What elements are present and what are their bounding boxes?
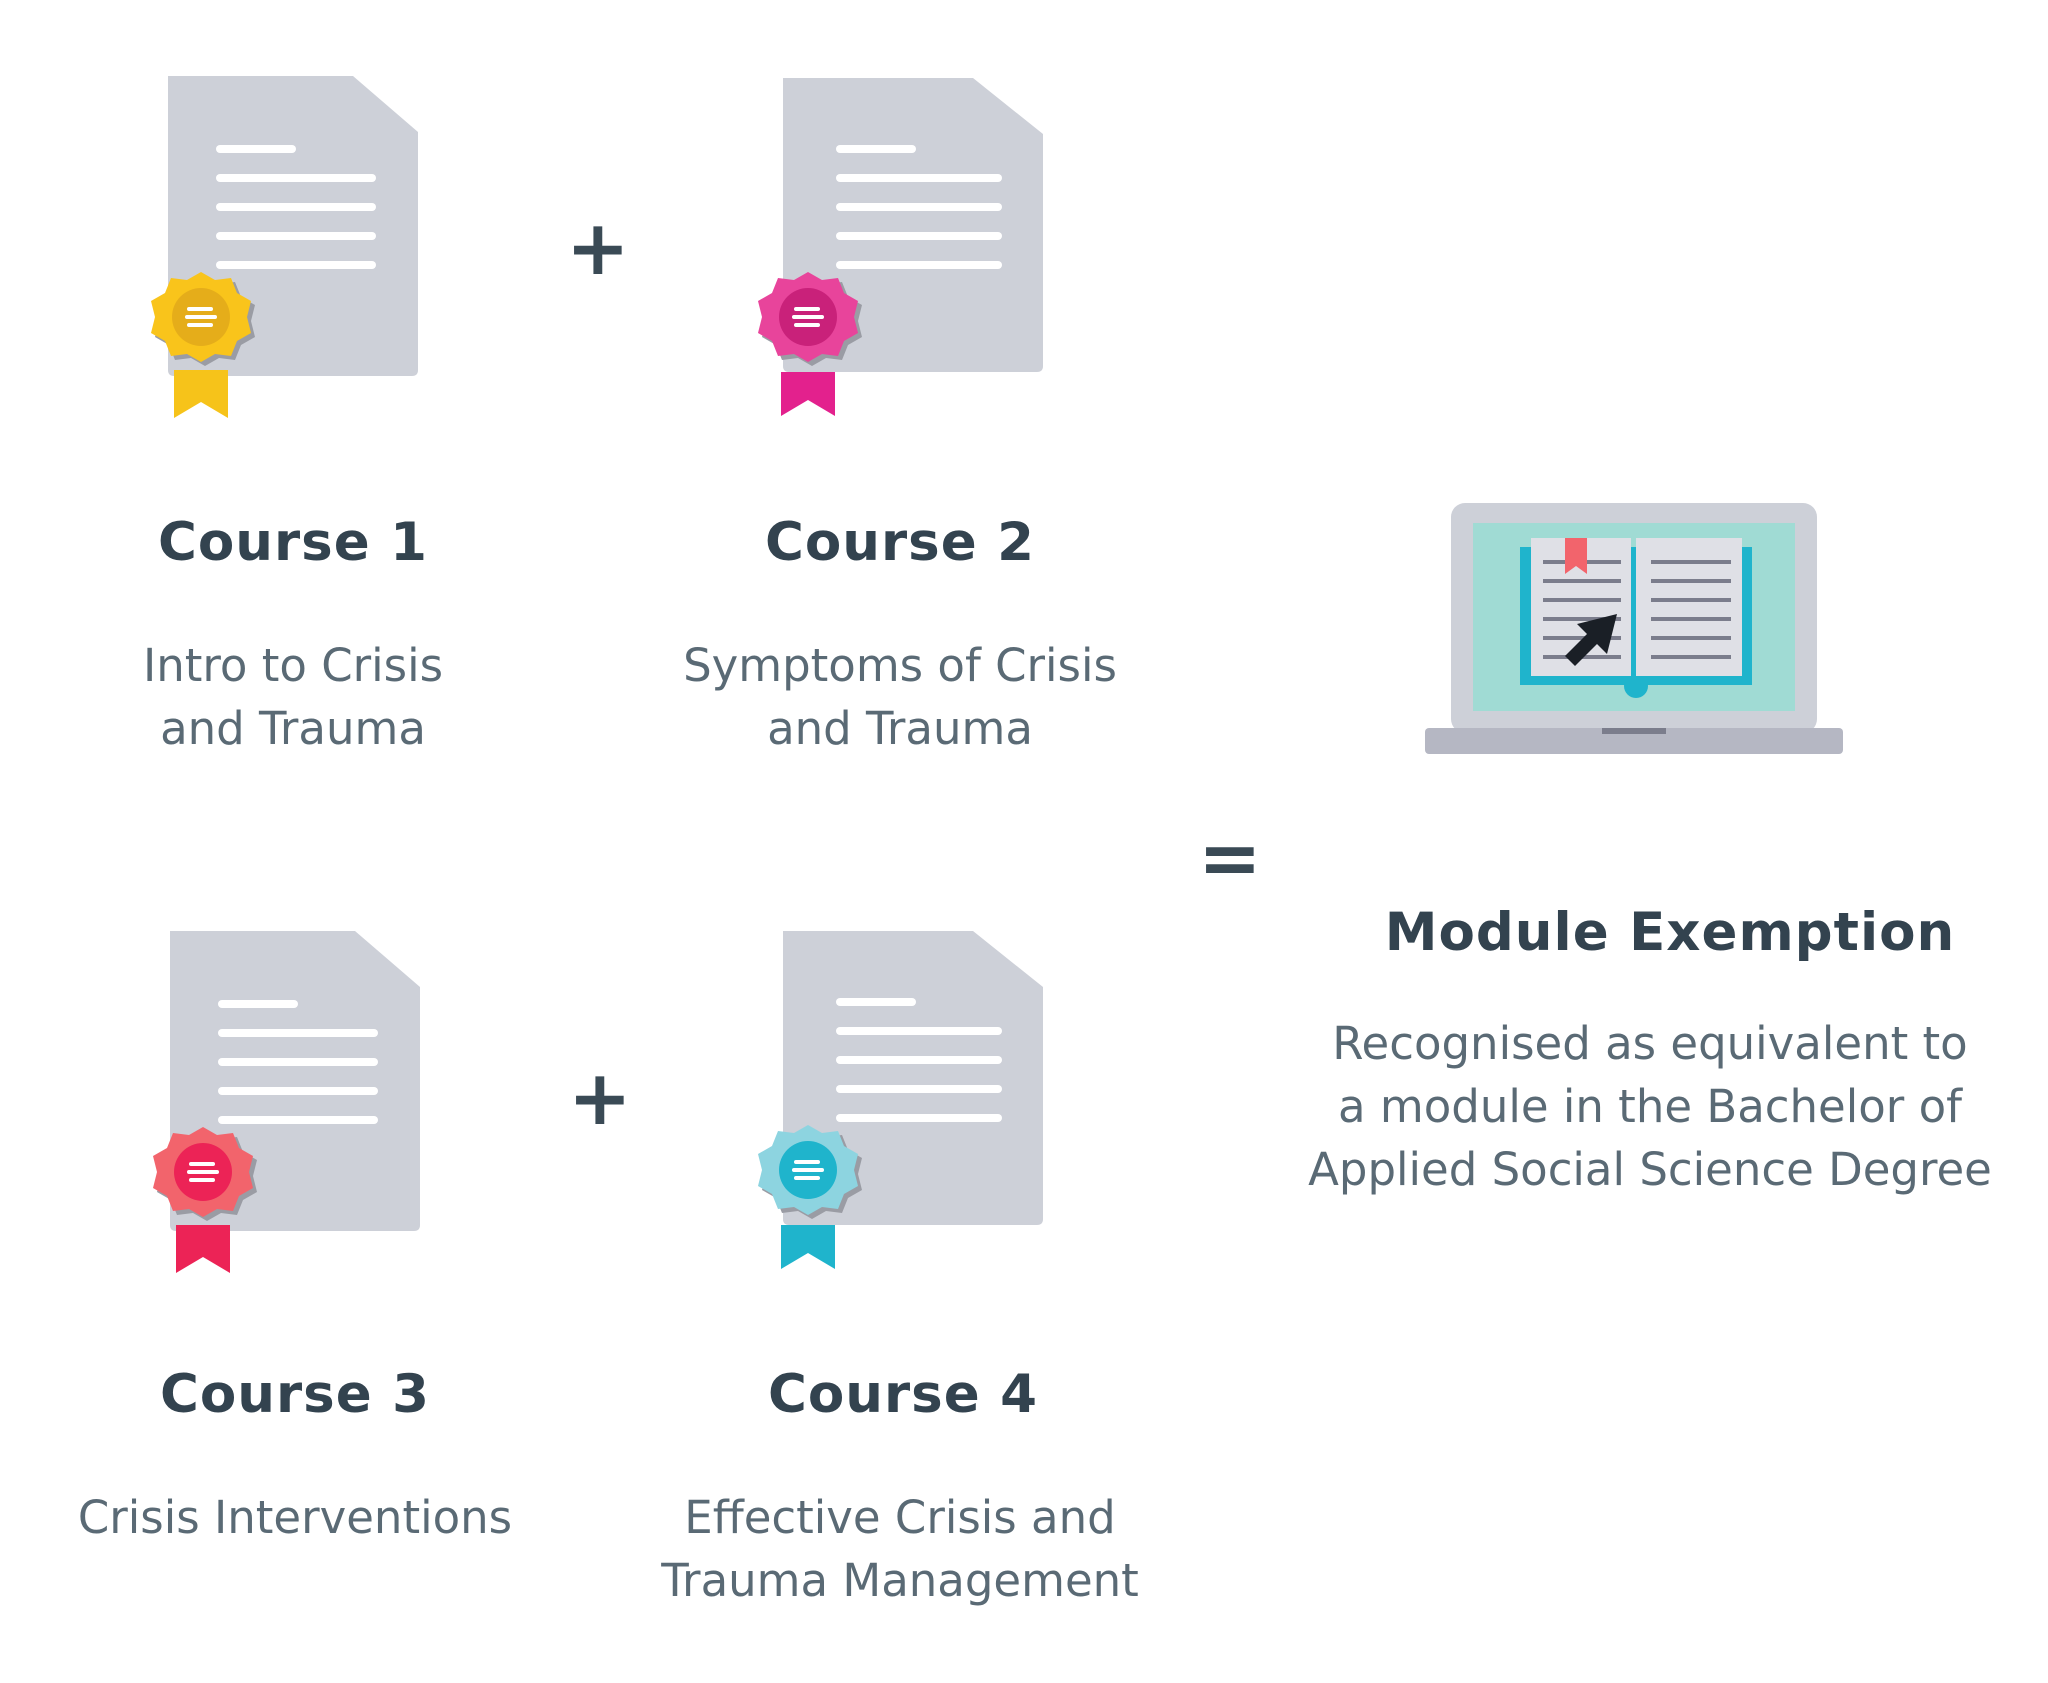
cursor-arrow-icon bbox=[1565, 614, 1617, 666]
course-2-title: Course 2 bbox=[765, 512, 1035, 573]
plus-operator-top: + bbox=[566, 203, 630, 292]
course-3-description: Crisis Interventions bbox=[77, 1491, 513, 1544]
course-4-description: Effective Crisis and Trauma Management bbox=[661, 1491, 1139, 1607]
course-2-description: Symptoms of Crisis and Trauma bbox=[683, 639, 1117, 755]
certificate-icon-4 bbox=[745, 925, 1105, 1285]
badge-icon bbox=[151, 272, 255, 418]
course-1-description: Intro to Crisis and Trauma bbox=[142, 639, 444, 755]
open-book-icon bbox=[1520, 538, 1752, 698]
module-exemption-description: Recognised as equivalent to a module in … bbox=[1308, 1017, 1992, 1196]
bookmark-icon bbox=[1565, 538, 1587, 574]
course-3-title: Course 3 bbox=[160, 1364, 430, 1425]
certificate-icon bbox=[758, 931, 1043, 1269]
certificate-icon bbox=[153, 931, 420, 1273]
certificate-icon bbox=[758, 78, 1043, 416]
course-4-title: Course 4 bbox=[768, 1364, 1038, 1425]
certificate-icon-2 bbox=[745, 72, 1105, 432]
badge-icon bbox=[758, 272, 862, 416]
certificate-icon-1 bbox=[130, 70, 490, 430]
course-1-title: Course 1 bbox=[158, 512, 428, 573]
badge-icon bbox=[153, 1127, 257, 1273]
certificate-icon bbox=[151, 76, 418, 418]
certificate-icon-3 bbox=[132, 925, 492, 1285]
badge-icon bbox=[758, 1125, 862, 1269]
equals-operator: = bbox=[1198, 813, 1262, 902]
module-exemption-title: Module Exemption bbox=[1384, 902, 1956, 963]
plus-operator-bottom: + bbox=[568, 1053, 632, 1142]
laptop-icon bbox=[1425, 500, 1845, 760]
